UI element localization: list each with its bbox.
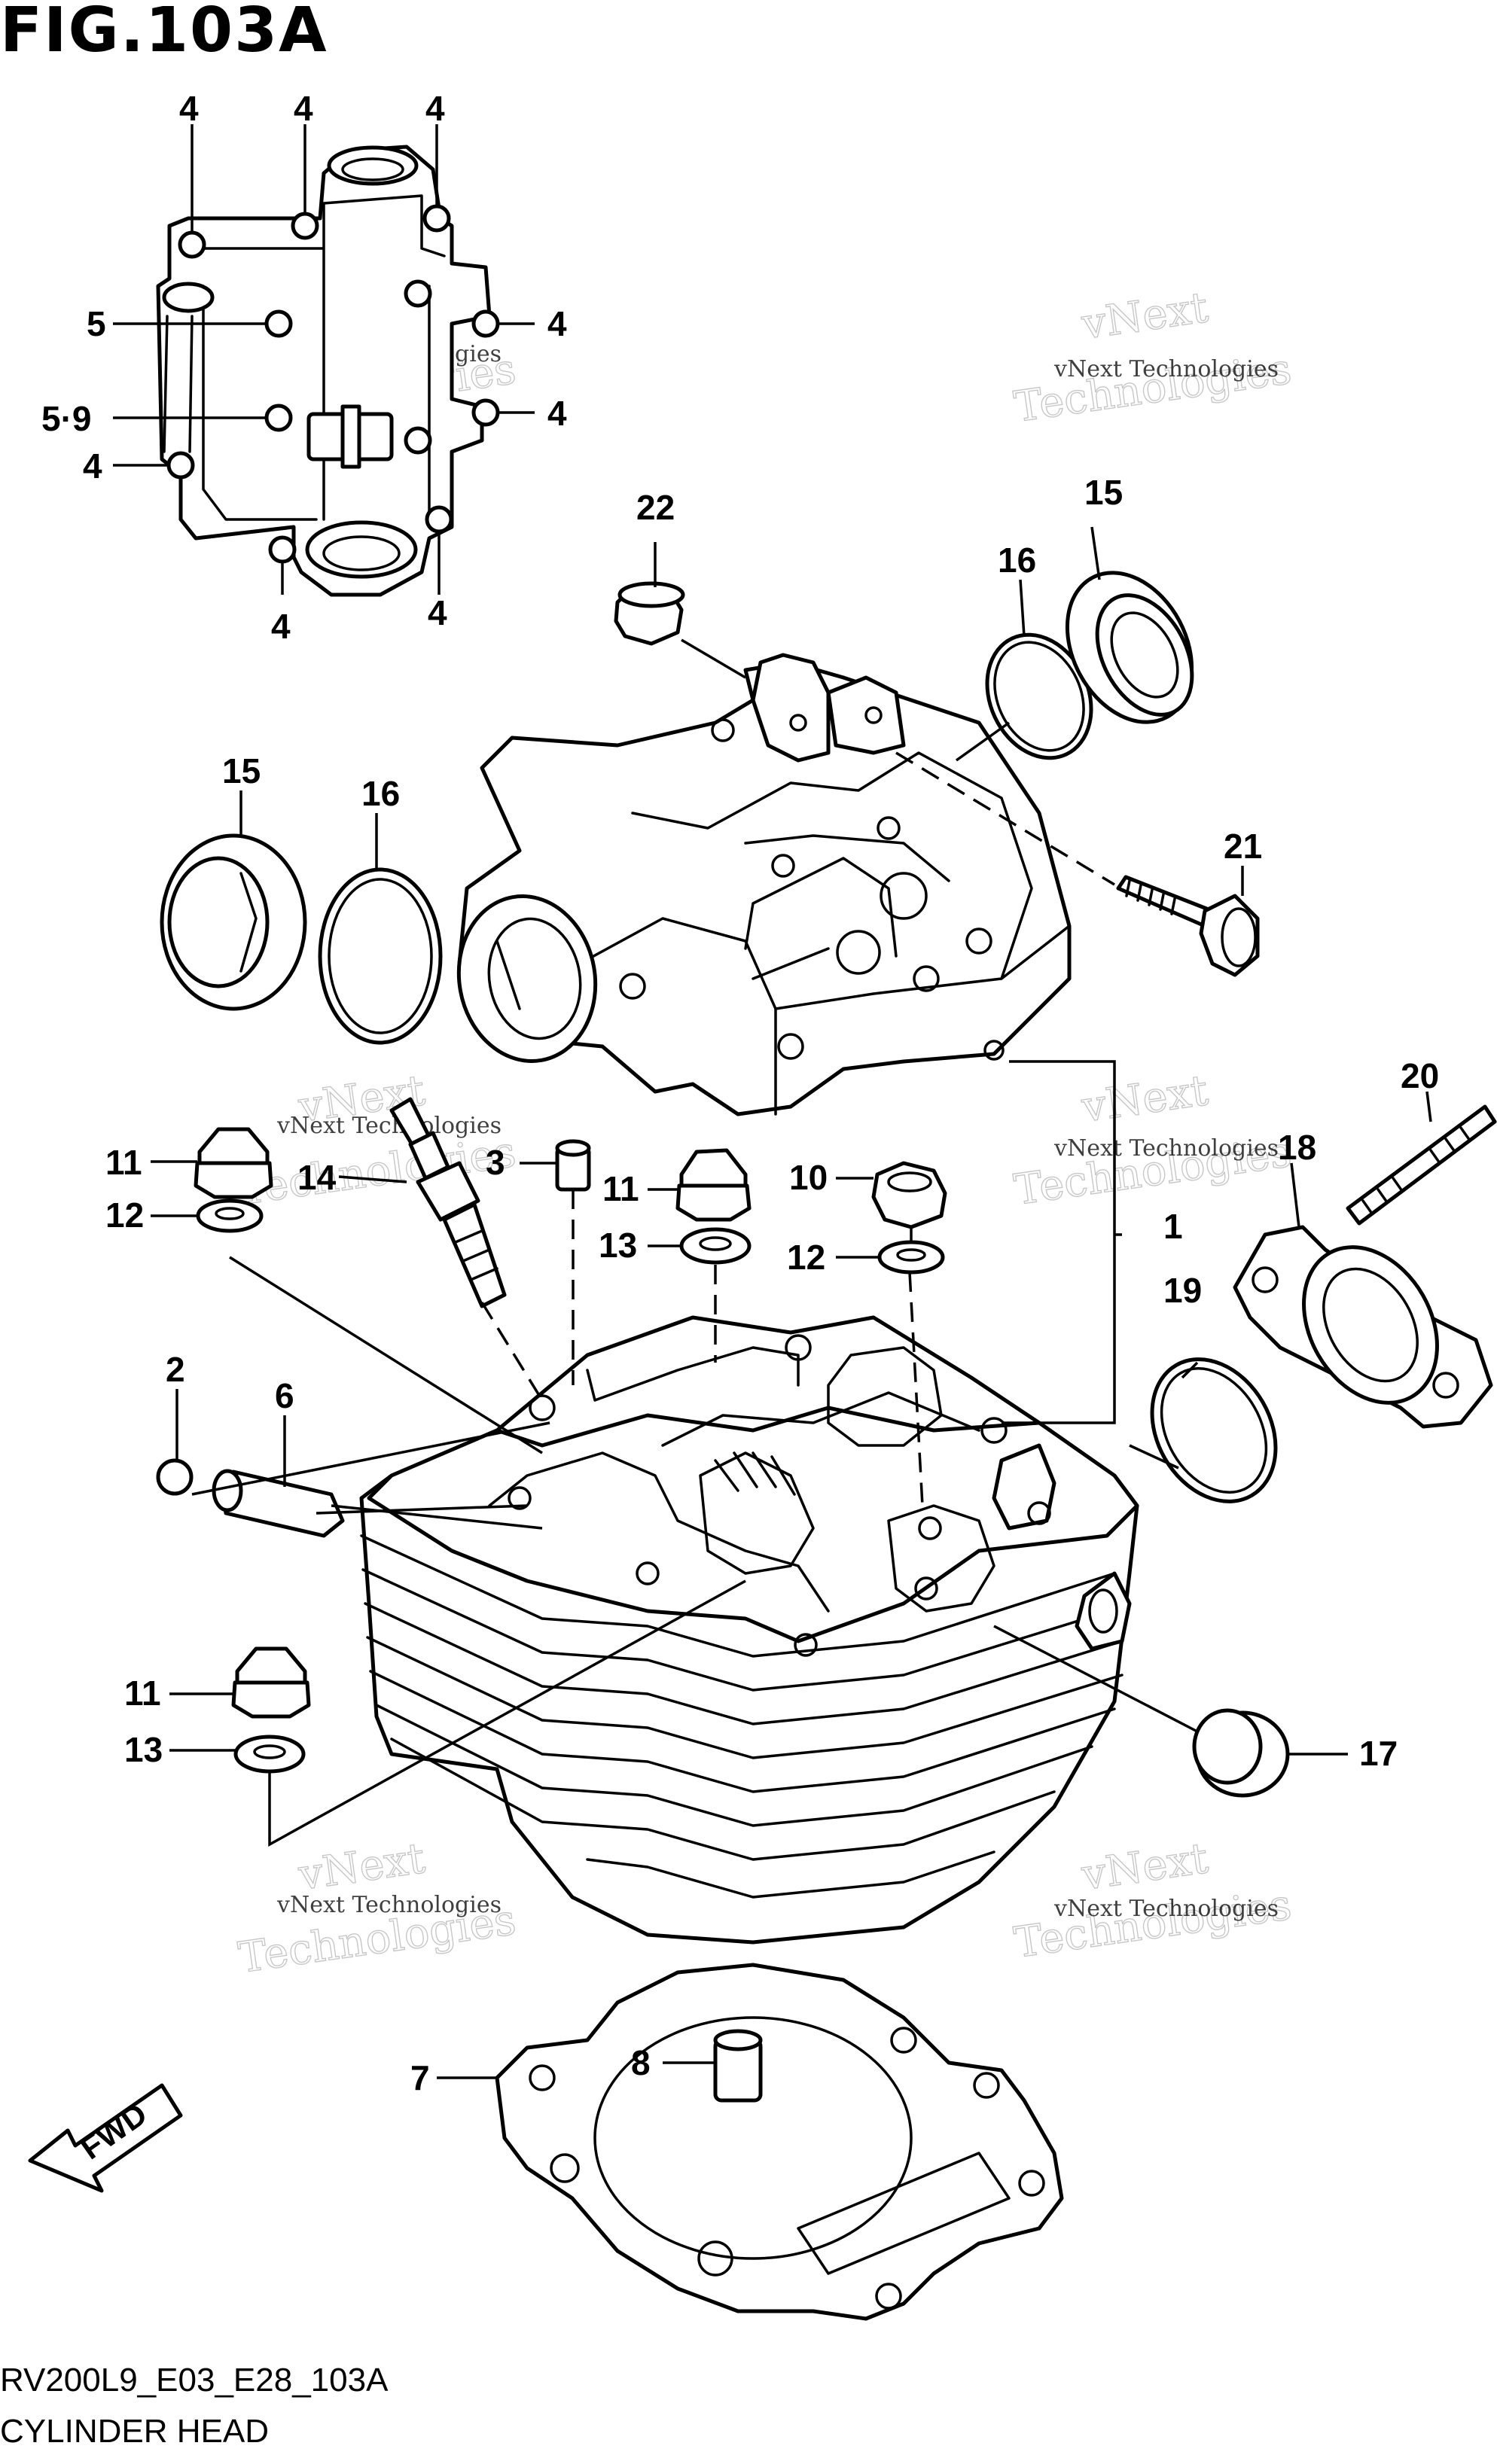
callout-16: 16 [998, 541, 1036, 580]
callout-11: 11 [602, 1169, 639, 1208]
part-17-drawing [1192, 1708, 1290, 1798]
part-12-upper-left-drawing [196, 1198, 264, 1233]
part-12-center-right-drawing [877, 1240, 945, 1275]
part-7-cylinder-head-gasket-drawing [495, 1963, 1064, 2321]
watermark-low-left: Technologies vNext vNext Technologies [235, 1833, 519, 1983]
svg-text:vNext Technologies: vNext Technologies [1053, 1896, 1279, 1922]
svg-text:vNext Technologies: vNext Technologies [276, 1892, 502, 1918]
svg-text:vNext Technologies: vNext Technologies [1053, 356, 1279, 382]
watermark-low-right: Technologies vNext vNext Technologies [1011, 1833, 1294, 1968]
callout-4: 4 [425, 89, 445, 128]
callout-19: 19 [1163, 1271, 1202, 1310]
part-15-left-drawing [160, 833, 307, 1011]
callout-4: 4 [271, 607, 291, 646]
callout-8: 8 [631, 2043, 651, 2082]
callout-4: 4 [547, 304, 567, 343]
callout-4: 4 [83, 446, 102, 486]
callout-5: 5 [87, 304, 106, 343]
part-11-lower-left-drawing [231, 1646, 311, 1719]
callout-21: 21 [1224, 827, 1262, 866]
part-18-drawing [1233, 1225, 1493, 1429]
part-10-nut-drawing [871, 1161, 947, 1229]
figure-name: CYLINDER HEAD [0, 2413, 269, 2450]
part-11-center-drawing [675, 1148, 752, 1222]
callout-16: 16 [361, 774, 400, 813]
cylinder-head-cover-drawing [456, 653, 1072, 1116]
callout-1: 1 [1163, 1207, 1183, 1246]
callout-17: 17 [1359, 1734, 1398, 1773]
part-3-dowel-drawing [555, 1139, 591, 1192]
part-19-drawing [1150, 1357, 1278, 1503]
callout-11: 11 [124, 1674, 161, 1713]
part-14-spark-plug-drawing [389, 1097, 507, 1308]
callout-11: 11 [105, 1143, 142, 1182]
callout-15: 15 [1084, 473, 1123, 512]
svg-text:vNext: vNext [1078, 283, 1212, 349]
svg-text:vNext Technologies: vNext Technologies [276, 1113, 502, 1139]
callout-10: 10 [789, 1158, 828, 1197]
part-13-center-drawing [679, 1227, 752, 1265]
gasket-bolt-holes [166, 204, 500, 564]
cylinder-head-drawing [359, 1315, 1139, 1945]
head-cover-gasket-drawing [156, 145, 500, 597]
callout-18: 18 [1278, 1128, 1316, 1167]
part-13-lower-left-drawing [233, 1735, 306, 1774]
part-11-upper-left-drawing [194, 1127, 273, 1199]
callout-22: 22 [636, 488, 675, 527]
callout-5-9: 5·9 [41, 399, 91, 438]
callout-14: 14 [297, 1158, 337, 1197]
part-20-drawing [1346, 1104, 1497, 1226]
cooling-fins [360, 1534, 1124, 1899]
figure-title: FIG.103A [0, 0, 328, 66]
callout-15: 15 [222, 751, 261, 790]
callout-20: 20 [1401, 1056, 1439, 1095]
callout-13: 13 [124, 1730, 163, 1769]
dashed-assembly-lines [480, 1189, 924, 1506]
svg-text:vNext Technologies: vNext Technologies [1053, 1135, 1279, 1162]
callout-2: 2 [166, 1350, 185, 1389]
watermark-mid-left: Technologies vNext vNext Technologies [235, 1065, 519, 1215]
part-16-right-drawing [985, 632, 1093, 760]
leader-lines [113, 124, 1432, 2079]
figure-code: RV200L9_E03_E28_103A [0, 2362, 389, 2399]
callout-7: 7 [410, 2058, 430, 2097]
callout-3: 3 [486, 1143, 505, 1182]
callout-12: 12 [787, 1238, 825, 1277]
svg-text:Technologies: Technologies [1011, 1881, 1294, 1968]
callout-4: 4 [294, 89, 313, 128]
callout-4: 4 [179, 89, 199, 128]
callout-labels: 4 4 4 5 5·9 4 4 4 4 4 22 15 16 15 16 21 … [41, 89, 1439, 2097]
callout-12: 12 [105, 1195, 144, 1235]
part-15-right-drawing [1065, 571, 1194, 724]
part-8-dowel-drawing [713, 2029, 763, 2103]
watermark-top-right: Technologies vNext vNext Technologies [1011, 282, 1294, 432]
callout-6: 6 [275, 1376, 294, 1415]
part-2-drawing [156, 1458, 194, 1496]
part-21-drawing [1116, 875, 1260, 977]
part-22-drawing [614, 581, 685, 646]
watermark-mid-right: Technologies vNext vNext Technologies [1011, 1065, 1294, 1215]
callout-4: 4 [547, 394, 567, 433]
callout-13: 13 [599, 1226, 637, 1265]
callout-4: 4 [428, 593, 447, 632]
svg-text:vNext: vNext [1078, 1834, 1212, 1900]
fwd-direction-arrow: FWD [28, 2083, 183, 2193]
svg-text:vNext: vNext [1078, 1066, 1212, 1132]
part-16-left-drawing [318, 867, 443, 1045]
svg-text:vNext: vNext [295, 1834, 428, 1900]
part-6-guide-drawing [212, 1469, 345, 1538]
